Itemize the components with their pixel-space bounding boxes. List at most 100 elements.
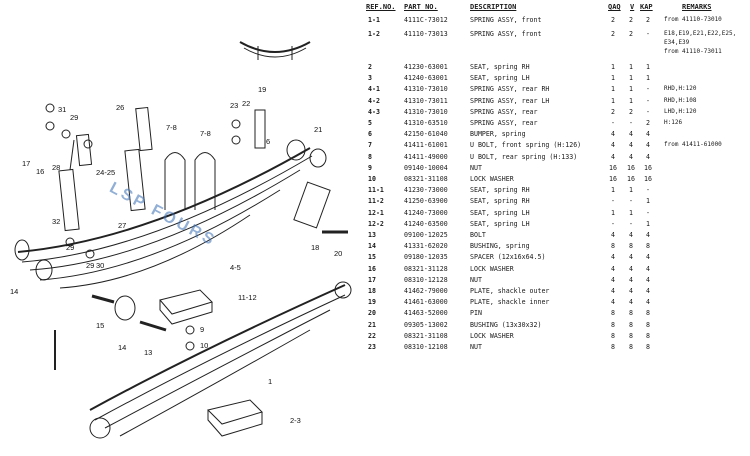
remark-continuation: from 41110-73011: [664, 48, 722, 55]
table-cell-desc: U BOLT, front spring (H:126): [470, 141, 582, 150]
callout-label: 26: [116, 103, 124, 112]
header-part-no: PART NO.: [404, 3, 438, 11]
table-cell-ref: 11-1: [368, 186, 384, 195]
table-cell-ref: 19: [368, 298, 376, 307]
table-cell-ref: 23: [368, 343, 376, 351]
table-cell-part: 41230-63001: [404, 63, 448, 71]
table-cell-desc: LOCK WASHER: [470, 331, 514, 340]
callout-label: 22: [242, 99, 250, 108]
callout-label: 6: [266, 137, 270, 146]
table-cell-q3: 8: [646, 309, 650, 318]
table-cell-q2: 8: [629, 320, 633, 329]
table-cell-q3: 1: [646, 63, 650, 71]
table-cell-desc: SEAT, spring RH: [470, 63, 530, 71]
callout-label: 29: [66, 243, 74, 252]
table-cell-part: 41331-62020: [404, 242, 448, 251]
table-cell-part: 41411-61001: [404, 141, 448, 150]
table-cell-rem: RHD,H:120: [664, 85, 697, 93]
u-bolts: [164, 152, 216, 210]
table-cell-part: 09180-12035: [404, 253, 448, 262]
table-cell-ref: 3: [368, 74, 372, 83]
table-cell-part: 09305-13002: [404, 320, 448, 329]
table-cell-desc: NUT: [470, 275, 482, 284]
table-cell-q3: -: [646, 96, 650, 105]
table-cell-q2: 1: [629, 85, 633, 94]
table-cell-q3: 16: [644, 175, 652, 183]
table-cell-ref: 4-2: [368, 96, 380, 105]
callout-label: 19: [258, 85, 266, 94]
table-cell-part: 41230-73000: [404, 186, 448, 195]
table-cell-q3: 2: [646, 16, 650, 24]
table-cell-q2: 8: [629, 343, 633, 351]
spring-seat-front: [207, 399, 263, 437]
table-cell-part: 42150-61040: [404, 130, 448, 139]
header-remarks: REMARKS: [682, 3, 712, 11]
table-cell-desc: SPACER (12x16x64.5): [470, 253, 546, 262]
callout-label: 14: [118, 343, 126, 352]
table-cell-desc: SPRING ASSY, front: [470, 16, 542, 24]
table-cell-q2: 1: [629, 74, 633, 83]
table-cell-part: 41310-73010: [404, 85, 448, 94]
table-cell-q1: 4: [611, 141, 615, 150]
table-cell-q3: 4: [646, 287, 650, 295]
table-cell-desc: BUMPER, spring: [470, 130, 526, 139]
table-cell-q1: 1: [611, 85, 615, 94]
table-cell-ref: 20: [368, 309, 376, 318]
table-cell-ref: 16: [368, 264, 376, 273]
table-cell-q3: 4: [646, 253, 650, 262]
table-cell-ref: 6: [368, 130, 372, 139]
table-cell-ref: 15: [368, 253, 376, 262]
nuts-washers: [45, 103, 241, 351]
table-cell-q2: 4: [629, 253, 633, 262]
table-cell-q1: 16: [609, 175, 617, 183]
table-cell-desc: SEAT, spring LH: [470, 74, 530, 83]
table-cell-q3: 4: [646, 298, 650, 307]
table-cell-q2: 4: [629, 141, 633, 150]
callout-label: 29: [70, 113, 78, 122]
rear-leaf-spring: [17, 147, 313, 289]
table-cell-part: 09100-12025: [404, 231, 448, 239]
callout-label: 15: [96, 321, 104, 330]
table-cell-part: 41110-73013: [404, 30, 448, 38]
callout-label: 27: [118, 221, 126, 230]
table-cell-q2: 2: [629, 107, 633, 116]
table-cell-q3: 1: [646, 219, 650, 228]
table-cell-q3: 8: [646, 331, 650, 340]
table-cell-q2: -: [629, 119, 633, 127]
table-cell-q2: 8: [629, 242, 633, 251]
table-cell-q1: 1: [611, 186, 615, 195]
table-cell-part: 08321-31108: [404, 175, 448, 183]
table-cell-rem: E18,E19,E21,E22,E25,: [664, 30, 737, 37]
table-cell-q3: -: [646, 30, 650, 38]
table-cell-q1: -: [611, 119, 615, 127]
table-cell-ref: 7: [368, 141, 372, 150]
table-cell-q1: 8: [611, 320, 615, 329]
front-leaf-spring: [89, 281, 352, 439]
callout-label: 16: [36, 167, 44, 176]
callout-label: 24-25: [96, 168, 115, 177]
table-cell-part: 09140-10004: [404, 163, 448, 172]
callout-label: 1: [268, 377, 272, 386]
spring-seat-rear: [159, 289, 213, 325]
callout-label: 4-5: [230, 263, 241, 272]
shock-absorber-left: [58, 133, 93, 232]
shackle-plates: [254, 109, 331, 229]
table-cell-ref: 9: [368, 163, 372, 172]
table-cell-part: 08310-12108: [404, 343, 448, 351]
table-cell-q2: 1: [629, 208, 633, 217]
bolts-pins: [54, 230, 348, 370]
table-cell-ref: 10: [368, 175, 376, 183]
remark-continuation: E34,E39: [664, 39, 690, 46]
exploded-parts-diagram: LSP FOURS 1 2-3 4-5 6 7-8 7-8 9 10 11-12…: [10, 41, 352, 439]
